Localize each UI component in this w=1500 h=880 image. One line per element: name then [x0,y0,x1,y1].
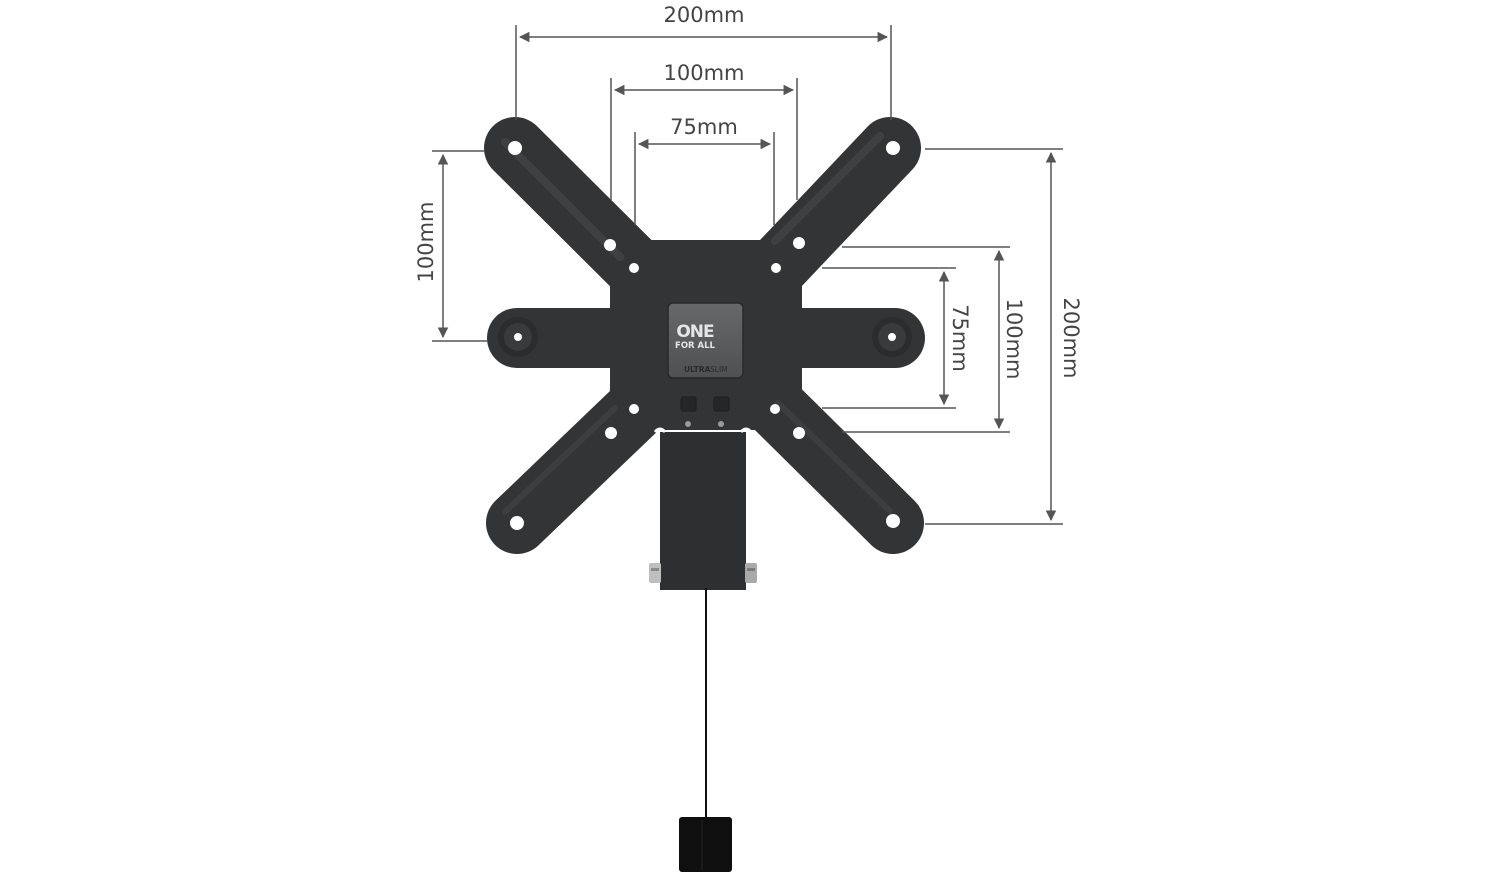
label-75mm-vertical-right: 75mm [948,304,972,372]
hole-75-tr [771,263,781,273]
right-bolt [745,563,757,583]
label-100mm-horizontal: 100mm [664,61,745,85]
bracket: ONE FOR ALL ULTRA SLIM [484,117,925,872]
hole-75-bl [629,404,639,414]
hole-100-tl [604,239,616,251]
screw-right [718,421,724,427]
cord-pull-tab [679,817,732,872]
logo-plate: ONE FOR ALL ULTRA SLIM [667,302,744,379]
left-bolt [649,563,661,583]
label-200mm-horizontal: 200mm [664,3,745,27]
dimension-labels: 200mm 100mm 75mm 100mm 75mm 100mm 200mm [414,3,1083,380]
hole-100-tr [793,237,805,249]
hole-200-br [886,514,900,528]
label-100mm-vertical-right: 100mm [1002,299,1026,380]
brand-logo-one: ONE [676,322,714,342]
label-200mm-vertical-right: 200mm [1059,298,1083,379]
hole-75-br [770,404,780,414]
hole-100-br [793,427,805,439]
hole-200-bl [510,516,524,530]
hole-100-bl [605,427,617,439]
hole-75-tl [629,263,639,273]
product-line-slim: SLIM [710,365,728,374]
tilt-lock-button-right [713,396,730,412]
wall-box [660,432,746,590]
brand-logo-forall: FOR ALL [675,341,716,351]
dimension-lines [432,25,1063,525]
hole-200-tr [886,141,900,155]
product-line-ultra: ULTRA [684,365,711,374]
tilt-lock-button-left [680,396,697,412]
hole-200-tl [508,141,522,155]
screw-left [685,421,691,427]
boss-right [872,317,912,357]
boss-left [498,317,538,357]
label-100mm-vertical-left: 100mm [414,202,438,283]
label-75mm-horizontal: 75mm [670,115,738,139]
